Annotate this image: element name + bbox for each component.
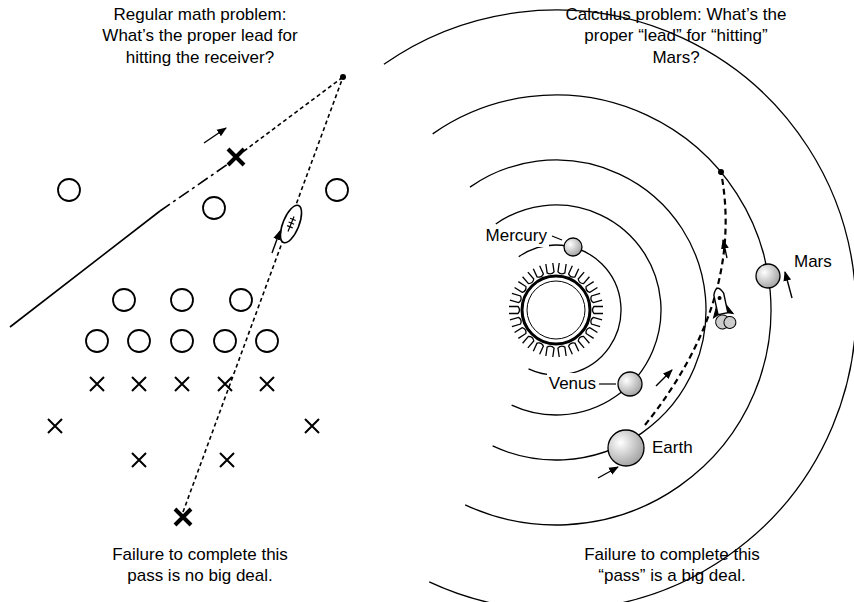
sun-ray	[578, 272, 589, 283]
planet-name: Mars	[792, 251, 834, 272]
orbit	[519, 245, 621, 375]
sun-ray	[569, 266, 579, 277]
sun-ray	[515, 328, 526, 339]
planet-name: Earth	[650, 437, 695, 458]
panel-caption: Failure to complete this pass is no big …	[100, 544, 300, 587]
sun-ray	[546, 346, 554, 357]
sun-ray	[586, 328, 597, 339]
sun-ray	[558, 263, 566, 274]
sun-ray	[586, 282, 597, 293]
sun-ray	[546, 263, 554, 274]
sun-ray	[533, 266, 543, 277]
panel-heading: Regular math problem: What’s the proper …	[93, 4, 308, 68]
sun-ray	[593, 307, 604, 314]
sun-ray	[510, 317, 521, 326]
sun-ray	[578, 336, 589, 347]
sun-ray	[591, 317, 602, 326]
sun-ray	[523, 272, 534, 283]
planet-name: Venus	[547, 373, 598, 394]
sun-ray	[591, 293, 602, 302]
sun-ray	[558, 346, 566, 357]
orbit	[433, 95, 771, 525]
solar-system	[384, 10, 854, 602]
planet-name: Mercury	[484, 225, 549, 246]
orbit	[470, 160, 706, 460]
sun-ray	[533, 343, 543, 354]
panel-heading: Calculus problem: What’s the proper “lea…	[564, 4, 789, 68]
sun-ray	[510, 293, 521, 302]
orbit	[384, 10, 854, 602]
sun-ray	[515, 282, 526, 293]
sun-ray	[569, 343, 579, 354]
football-play	[10, 74, 348, 525]
panel-caption: Failure to complete this “pass” is a big…	[572, 544, 772, 587]
sun-ray	[509, 307, 520, 314]
sun-ray	[523, 336, 534, 347]
